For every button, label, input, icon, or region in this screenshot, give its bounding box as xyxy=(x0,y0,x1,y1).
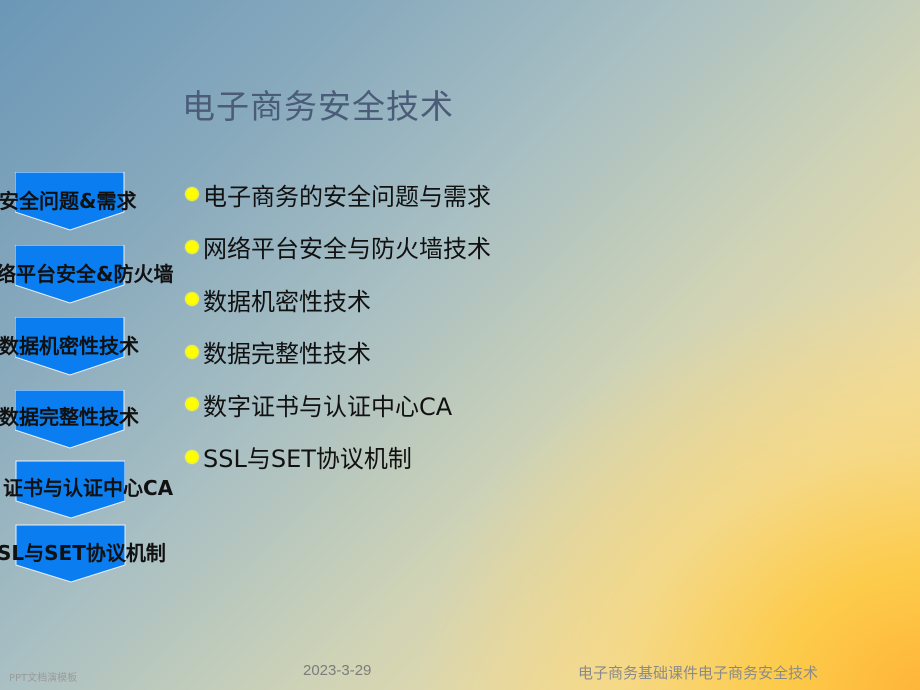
bullet-item: 电子商务的安全问题与需求 xyxy=(186,168,491,221)
bullet-text: 电子商务的安全问题与需求 xyxy=(203,182,491,211)
bullet-item: SSL与SET协议机制 xyxy=(186,431,491,484)
chevron-step-3: 数据机密性技术 xyxy=(0,317,139,376)
bullet-dot-icon xyxy=(186,450,198,463)
chevron-label: 数据机密性技术 xyxy=(0,334,139,358)
bullet-text: 网络平台安全与防火墙技术 xyxy=(203,235,491,264)
chevron-shape-icon xyxy=(15,245,125,304)
footer-watermark: PPT文档演模板 xyxy=(9,673,78,684)
bullet-item: 网络平台安全与防火墙技术 xyxy=(186,221,491,274)
chevron-label: 数据完整性技术 xyxy=(0,405,139,429)
bullet-item: 数据完整性技术 xyxy=(186,326,491,379)
chevron-step-4: 数据完整性技术 xyxy=(0,390,139,449)
bullet-text: 数据完整性技术 xyxy=(203,340,371,369)
chevron-step-2: 络平台安全&防火墙 xyxy=(0,245,173,304)
bullet-item: 数据机密性技术 xyxy=(186,273,491,326)
footer-course-title: 电子商务基础课件电子商务安全技术 xyxy=(578,664,819,682)
bullet-item: 数字证书与认证中心CA xyxy=(186,378,491,431)
chevron-step-6: SL与SET协议机制 xyxy=(0,524,166,583)
bullet-text: 数据机密性技术 xyxy=(203,287,371,316)
chevron-label: 证书与认证中心CA xyxy=(3,476,174,500)
chevron-shape-icon xyxy=(15,390,125,449)
bullet-dot-icon xyxy=(186,398,198,411)
chevron-shape-icon xyxy=(15,317,125,376)
chevron-label: 络平台安全&防火墙 xyxy=(0,262,174,286)
chevron-label: 安全问题&需求 xyxy=(0,189,137,213)
bullet-text: SSL与SET协议机制 xyxy=(203,445,412,474)
bullet-text: 数字证书与认证中心CA xyxy=(203,392,453,421)
chevron-step-1: 安全问题&需求 xyxy=(0,172,136,231)
chevron-shape-icon xyxy=(15,460,125,519)
bullet-dot-icon xyxy=(186,293,198,306)
slide-title: 电子商务安全技术 xyxy=(182,87,454,126)
chevron-step-5: 证书与认证中心CA xyxy=(3,460,173,519)
bullet-dot-icon xyxy=(186,188,198,201)
chevron-label: SL与SET协议机制 xyxy=(0,541,166,565)
footer-date: 2023-3-29 xyxy=(303,662,372,679)
bullet-dot-icon xyxy=(186,240,198,253)
bullet-dot-icon xyxy=(186,345,198,358)
chevron-shape-icon xyxy=(15,172,125,231)
chevron-shape-icon xyxy=(15,524,126,583)
topic-bullet-list: 电子商务的安全问题与需求 网络平台安全与防火墙技术 数据机密性技术 数据完整性技… xyxy=(186,168,491,483)
